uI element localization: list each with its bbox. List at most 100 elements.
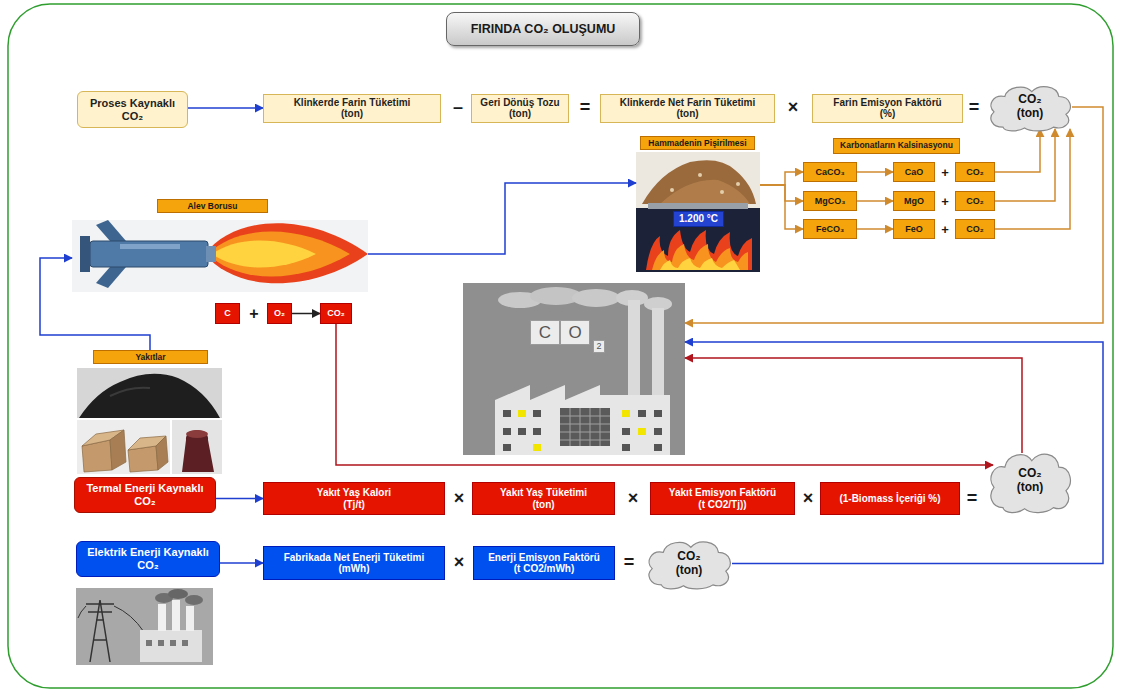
flow-arrow	[995, 129, 1040, 172]
kiln-illustration	[636, 152, 760, 272]
source-box: Proses Kaynaklı CO₂	[77, 91, 188, 128]
power-plant-illustration	[76, 588, 213, 665]
operator-symbol: +	[941, 223, 949, 236]
box-text: CaCO₃	[815, 167, 844, 177]
fuel-illustration	[172, 420, 222, 474]
cloud-shape	[649, 542, 730, 589]
operator-symbol: =	[580, 98, 591, 116]
operator-symbol: ×	[454, 489, 465, 507]
chemical-box: FeCO₃	[803, 219, 857, 239]
kiln-illustration	[670, 188, 674, 192]
fuel-illustration	[182, 430, 214, 472]
box-text: CO₂	[327, 308, 345, 318]
formula-box: Enerji Emisyon Faktörü (t CO2/mWh)	[473, 546, 615, 580]
result-cloud: CO₂ (ton)	[985, 448, 1075, 514]
factory-illustration	[560, 408, 610, 446]
operator-symbol: +	[249, 306, 258, 322]
burner-node: Alev Borusu	[72, 199, 368, 292]
source-box: Termal Enerji Kaynaklı CO₂	[74, 477, 216, 513]
power-plant-illustration	[182, 640, 188, 646]
formula-box: Klinkerde Farin Tüketimi (ton)	[263, 94, 441, 123]
factory-node: CO2	[463, 283, 685, 455]
heading-label: Alev Borusu	[157, 199, 268, 213]
operator-symbol: =	[624, 553, 635, 571]
power-plant-illustration	[158, 604, 166, 631]
formula-box: (1-Biomass İçeriği %)	[820, 482, 960, 515]
box-text: MgCO₃	[815, 196, 846, 206]
flow-arrow	[40, 258, 150, 350]
heading-label: Hammadenin Pişirilmesi	[640, 136, 755, 150]
box-text: MgO	[904, 196, 924, 206]
power-plant-illustration	[140, 630, 202, 662]
power-plant-illustration	[146, 640, 152, 646]
flow-arrow	[760, 185, 803, 229]
factory-illustration	[638, 410, 646, 417]
flow-arrow	[995, 129, 1055, 201]
formula-box: Farin Emisyon Faktörü (%)	[812, 94, 963, 123]
factory-illustration	[654, 444, 662, 451]
result-cloud: CO₂ (ton)	[985, 82, 1075, 132]
factory-illustration	[654, 410, 662, 417]
formula-box: Klinkerde Net Farin Tüketimi (ton)	[600, 94, 775, 123]
cloud-shape	[991, 87, 1070, 131]
cloud-text: CO₂ (ton)	[669, 550, 709, 578]
factory-illustration	[652, 308, 664, 400]
flow-arrow	[857, 228, 893, 230]
factory-illustration	[518, 428, 526, 435]
flow-arrow	[857, 200, 893, 202]
fuel-illustration	[128, 446, 158, 472]
kiln-illustration	[636, 152, 760, 272]
operator-symbol: +	[941, 166, 949, 179]
operator-symbol: ×	[788, 98, 799, 116]
box-text: FeCO₃	[816, 224, 844, 234]
kiln-illustration	[642, 160, 756, 204]
formula-box: Yakıt Emisyon Faktörü (t CO2/Tj))	[650, 482, 795, 515]
chemical-box: CaO	[893, 162, 935, 182]
fuel-illustration	[156, 436, 168, 470]
factory-illustration	[503, 410, 511, 417]
fuel-illustration	[186, 430, 208, 438]
formula-box: Geri Dönüş Tozu (ton)	[471, 94, 569, 123]
box-text: Karbonatların Kalsinasyonu	[840, 141, 953, 151]
cloud-shape	[991, 454, 1070, 512]
operator-symbol: +	[249, 306, 258, 322]
kiln-illustration	[660, 258, 740, 270]
chemical-box: MgO	[893, 191, 935, 211]
operator-symbol: ×	[628, 489, 639, 507]
factory-illustration	[560, 408, 610, 446]
factory-illustration	[622, 444, 630, 451]
burner-illustration	[72, 220, 368, 292]
burner-illustration	[206, 246, 216, 262]
factory-illustration	[533, 428, 541, 435]
source-box: Elektrik Enerji Kaynaklı CO₂	[76, 541, 220, 577]
burner-illustration	[90, 241, 208, 267]
chemical-box: CaCO₃	[803, 162, 857, 182]
factory-illustration	[572, 289, 620, 307]
operator-symbol: ×	[454, 553, 465, 571]
chemical-box: CO₂	[955, 191, 995, 211]
chemical-box: O₂	[267, 303, 292, 324]
box-text: CO₂	[966, 167, 984, 177]
flow-arrow	[368, 183, 636, 254]
box-text: Farin Emisyon Faktörü (%)	[829, 97, 947, 120]
box-text: CaO	[905, 167, 924, 177]
kiln-node: Hammadenin Pişirilmesi1.200 °C	[636, 136, 760, 272]
operator-symbol: =	[967, 489, 978, 507]
factory-illustration	[622, 428, 630, 435]
power-plant-illustration	[158, 640, 164, 646]
operator-symbol: =	[580, 98, 591, 116]
factory-illustration	[628, 300, 640, 400]
operator-symbol: =	[969, 98, 980, 116]
power-plant-illustration	[185, 595, 203, 605]
operator-symbol: +	[941, 223, 949, 236]
operator-symbol: ×	[454, 489, 465, 507]
formula-box: Yakıt Yaş Kalori (Tj/t)	[263, 482, 445, 515]
operator-symbol: ×	[454, 553, 465, 571]
fuel-illustration	[77, 368, 222, 418]
factory-illustration	[654, 428, 662, 435]
box-text: Yakıt Emisyon Faktörü (t CO2/Tj))	[667, 487, 779, 510]
box-text: Klinkerde Farin Tüketimi (ton)	[290, 97, 415, 120]
operator-symbol: ×	[628, 489, 639, 507]
burner-illustration	[96, 267, 126, 288]
box-text: CO₂	[966, 196, 984, 206]
